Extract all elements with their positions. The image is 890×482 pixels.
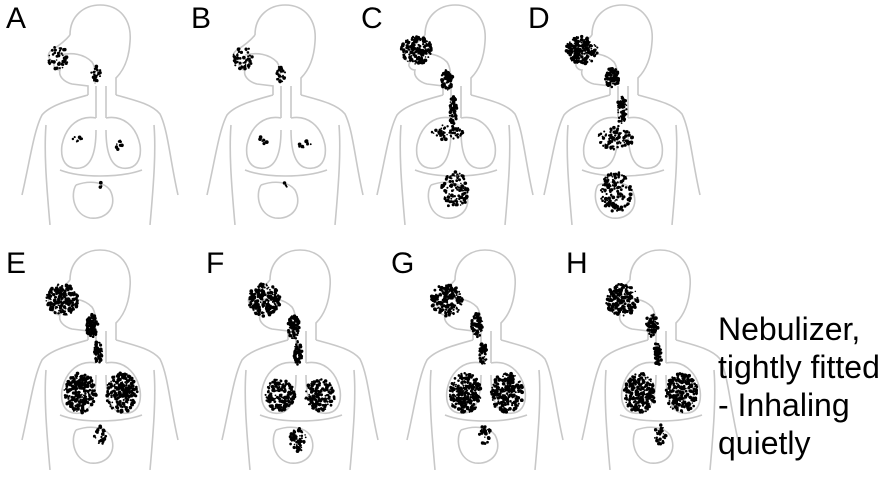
caption-line: quietly [718, 424, 888, 462]
body-panel-e: E [0, 245, 180, 470]
panel-label-b: B [191, 4, 211, 34]
body-outline [207, 5, 363, 225]
caption: Nebulizer, tightly fitted - Inhaling qui… [718, 310, 888, 462]
caption-line: tightly fitted [718, 348, 888, 386]
panel-label-g: G [391, 249, 414, 279]
body-outline [22, 5, 178, 225]
panel-label-c: C [361, 4, 383, 34]
body-panel-d: D [522, 0, 702, 225]
body-panel-g: G [385, 245, 565, 470]
body-panel-f: F [200, 245, 380, 470]
caption-line: Nebulizer, [718, 310, 888, 348]
deposition-speckles [400, 35, 470, 207]
body-panel-a: A [0, 0, 180, 225]
deposition-speckles [565, 35, 634, 213]
panel-label-e: E [6, 249, 26, 279]
panel-label-a: A [6, 4, 26, 34]
panel-label-f: F [206, 249, 224, 279]
body-panel-b: B [185, 0, 365, 225]
body-panel-c: C [355, 0, 535, 225]
caption-line: - Inhaling [718, 386, 888, 424]
panel-label-h: H [566, 249, 588, 279]
panel-label-d: D [528, 4, 550, 34]
body-panel-h: H [560, 245, 740, 470]
